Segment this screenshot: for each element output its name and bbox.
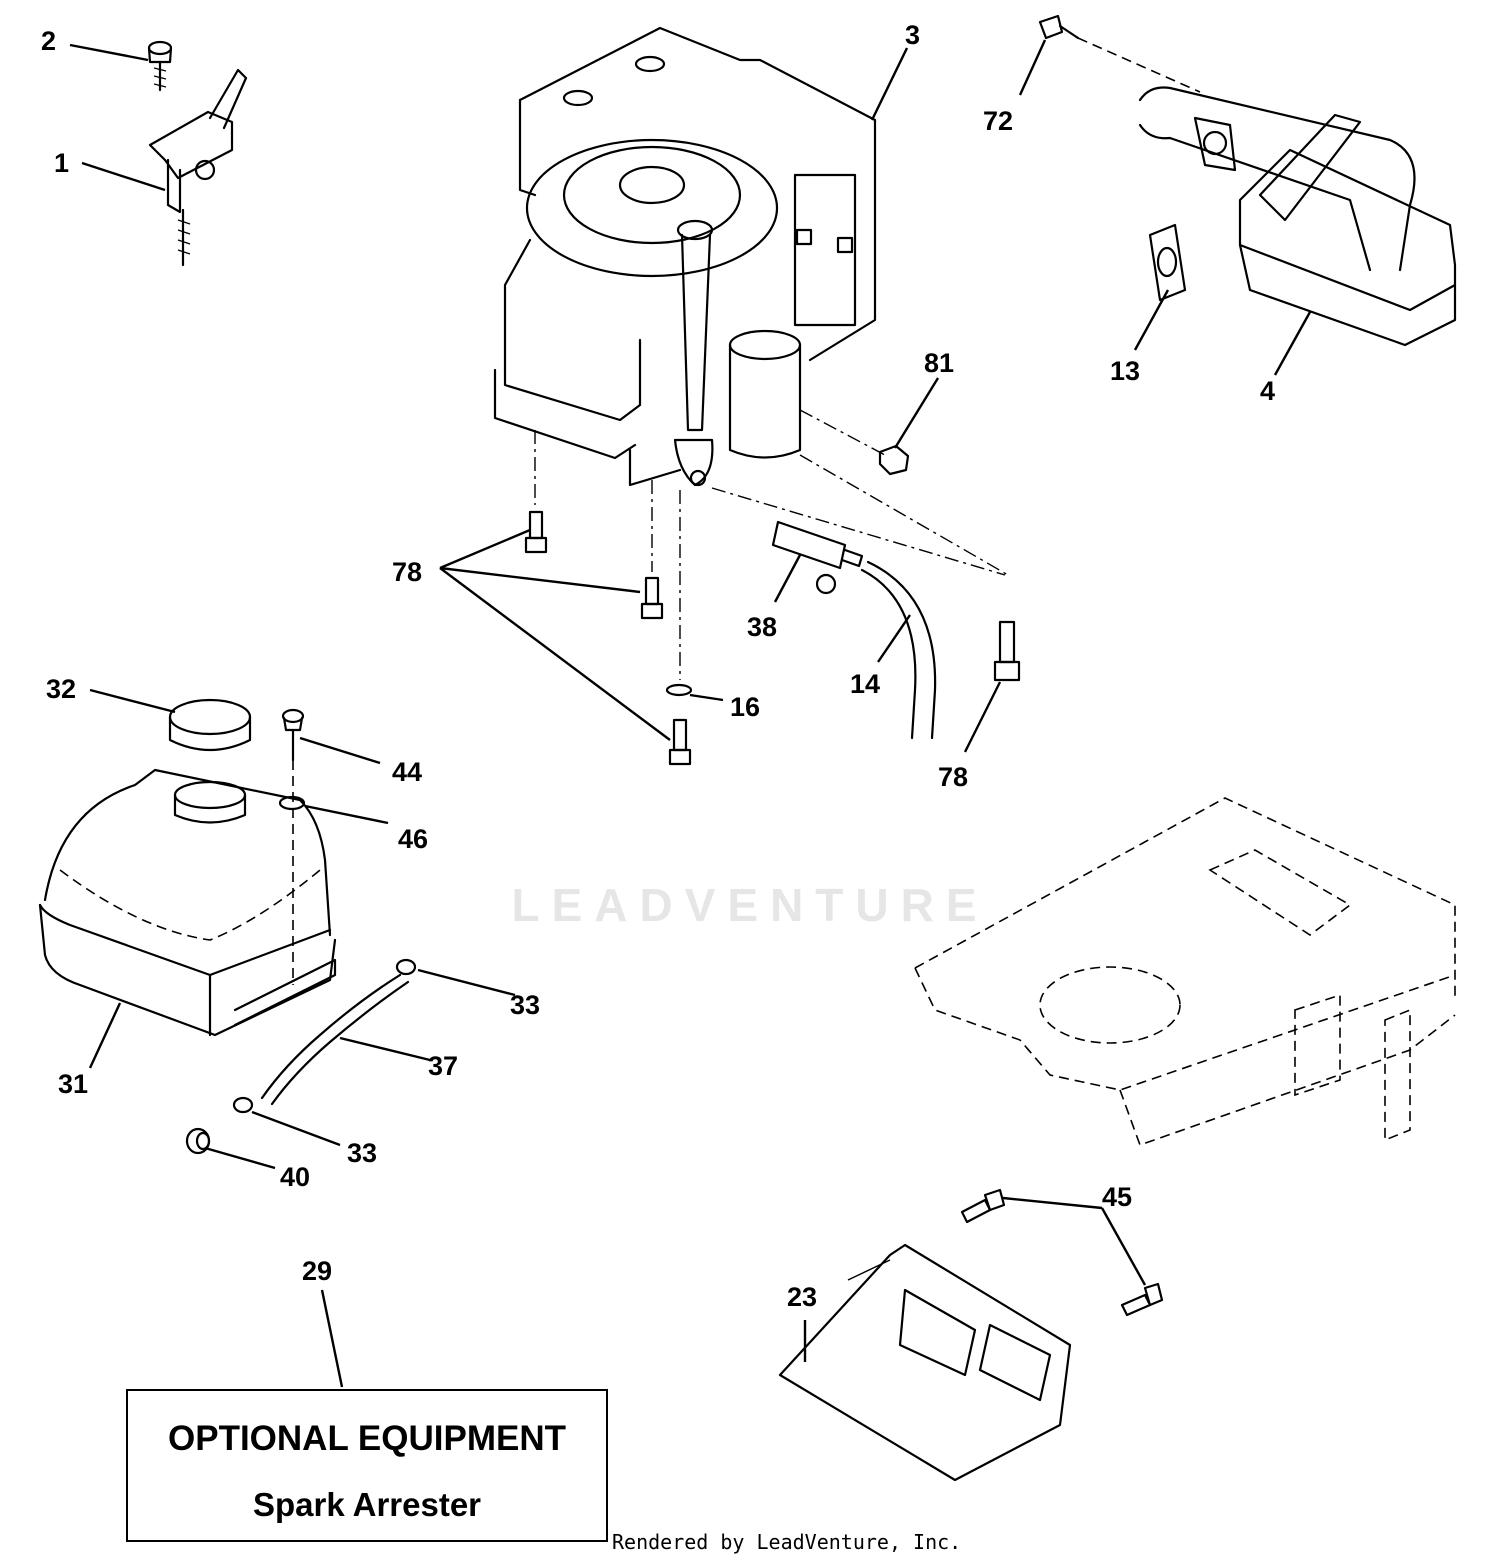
callout-40: 40 (280, 1162, 310, 1192)
callout-13: 13 (1110, 356, 1140, 386)
callout-4: 4 (1260, 376, 1275, 406)
shield-bolt-upper (960, 1188, 1006, 1224)
callout-78-right: 78 (938, 762, 968, 792)
callout-16: 16 (730, 692, 760, 722)
optional-equipment-title: OPTIONAL EQUIPMENT (168, 1419, 566, 1458)
lock-washer-16 (665, 683, 693, 697)
fuel-filter-part (771, 520, 864, 595)
bolt-78-right (993, 620, 1021, 682)
callout-81: 81 (924, 348, 954, 378)
callout-78-left: 78 (392, 557, 422, 587)
fuel-line-37 (260, 973, 410, 1106)
leadventure-watermark: LEADVENTURE (511, 879, 989, 931)
callout-14: 14 (850, 669, 880, 699)
callout-46: 46 (398, 824, 428, 854)
callout-23: 23 (787, 1282, 817, 1312)
render-credit: Rendered by LeadVenture, Inc. (612, 1530, 962, 1554)
shield-plate-part (778, 1243, 1072, 1482)
callout-2: 2 (41, 26, 56, 56)
shield-bolt-lower (1120, 1282, 1164, 1317)
callout-37: 37 (428, 1051, 458, 1081)
callout-33-upper: 33 (510, 990, 540, 1020)
hose-clamp-lower (232, 1096, 254, 1114)
fuel-line-part (860, 560, 937, 740)
optional-equipment-box: OPTIONAL EQUIPMENT Spark Arrester (126, 1389, 608, 1542)
mower-frame-outline (914, 797, 1456, 1147)
bushing-40 (185, 1127, 211, 1155)
callout-44: 44 (392, 757, 422, 787)
fuel-cap-part (168, 698, 252, 752)
throttle-control-part (148, 68, 248, 267)
callout-38: 38 (747, 612, 777, 642)
callout-29: 29 (302, 1256, 332, 1286)
exhaust-gasket-part (1148, 223, 1187, 302)
callout-32: 32 (46, 674, 76, 704)
leader-lines (69, 39, 1312, 1388)
callout-45: 45 (1102, 1182, 1132, 1212)
bolt-78-lower (668, 718, 692, 766)
screw-part (147, 40, 173, 92)
hose-clamp-upper (395, 958, 417, 976)
muffler-part (1138, 86, 1457, 347)
fuel-tank-part (38, 768, 337, 1037)
callout-1: 1 (54, 148, 69, 178)
tank-screw-44 (281, 708, 305, 985)
screw-72 (1038, 14, 1201, 93)
callout-72: 72 (983, 106, 1013, 136)
callout-31: 31 (58, 1069, 88, 1099)
engine-part (493, 26, 1009, 680)
nut-81 (878, 444, 910, 476)
callout-3: 3 (905, 20, 920, 50)
bolt-78-middle (640, 576, 664, 620)
washer-46 (278, 795, 306, 811)
callout-33-lower: 33 (347, 1138, 377, 1168)
bolt-78-upper (524, 510, 548, 554)
spark-arrester-label: Spark Arrester (252, 1486, 482, 1523)
